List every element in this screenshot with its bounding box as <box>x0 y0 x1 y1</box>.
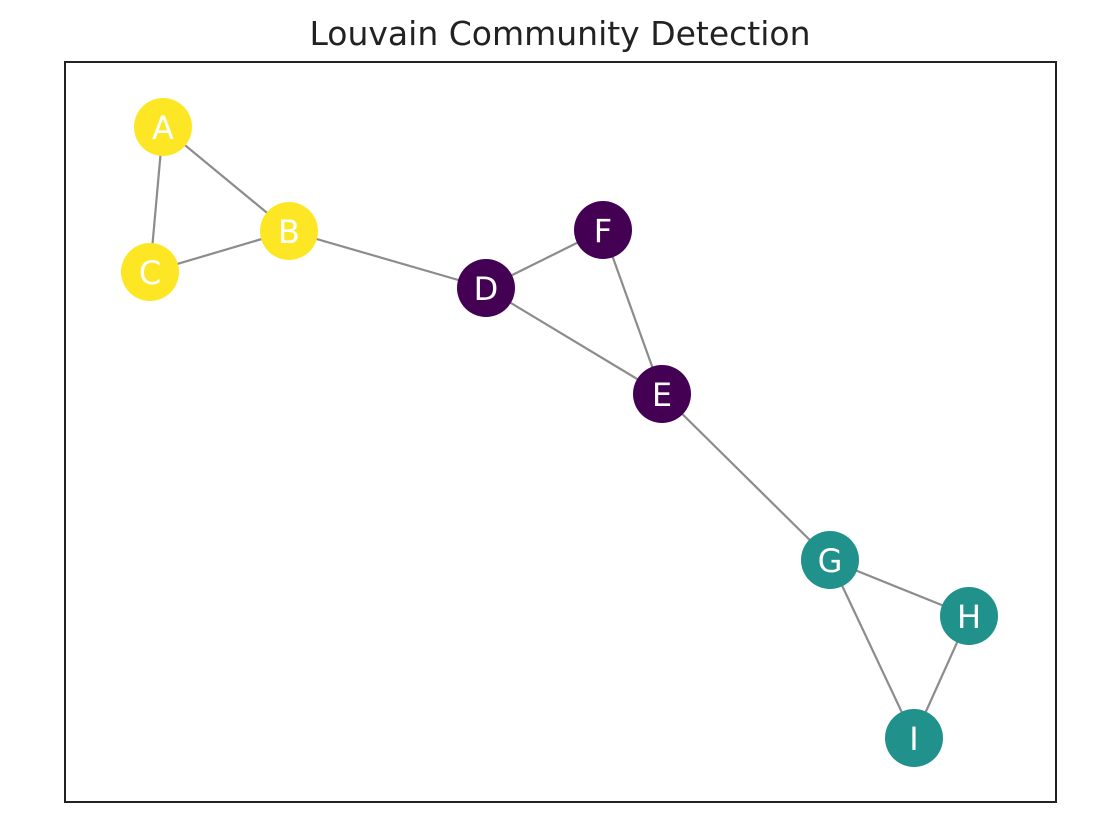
node-circle-B <box>260 202 318 260</box>
node-D: D <box>457 259 515 317</box>
node-circle-F <box>574 201 632 259</box>
node-circle-C <box>121 243 179 301</box>
nodes-layer: A B C D E F G H I <box>121 98 998 767</box>
node-I: I <box>885 709 943 767</box>
figure-title: Louvain Community Detection <box>309 14 811 53</box>
node-A: A <box>134 98 192 156</box>
node-label-E: E <box>652 376 672 414</box>
node-C: C <box>121 243 179 301</box>
edge-E-F <box>601 229 664 395</box>
node-F: F <box>574 201 632 259</box>
node-label-C: C <box>139 254 161 292</box>
node-B: B <box>260 202 318 260</box>
edge-E-G <box>661 393 831 561</box>
node-circle-G <box>801 531 859 589</box>
node-label-I: I <box>909 720 918 758</box>
node-G: G <box>801 531 859 589</box>
node-circle-D <box>457 259 515 317</box>
node-label-G: G <box>818 542 843 580</box>
node-circle-I <box>885 709 943 767</box>
node-circle-H <box>940 587 998 645</box>
node-label-H: H <box>957 598 981 636</box>
node-H: H <box>940 587 998 645</box>
node-label-F: F <box>594 212 612 250</box>
node-circle-E <box>633 365 691 423</box>
node-circle-A <box>134 98 192 156</box>
edge-G-I <box>829 559 915 739</box>
node-E: E <box>633 365 691 423</box>
edge-D-E <box>485 287 663 395</box>
node-label-A: A <box>152 109 174 147</box>
plot-frame <box>64 61 1057 803</box>
node-label-D: D <box>474 270 499 308</box>
edge-B-D <box>288 229 487 290</box>
node-label-B: B <box>278 213 300 251</box>
